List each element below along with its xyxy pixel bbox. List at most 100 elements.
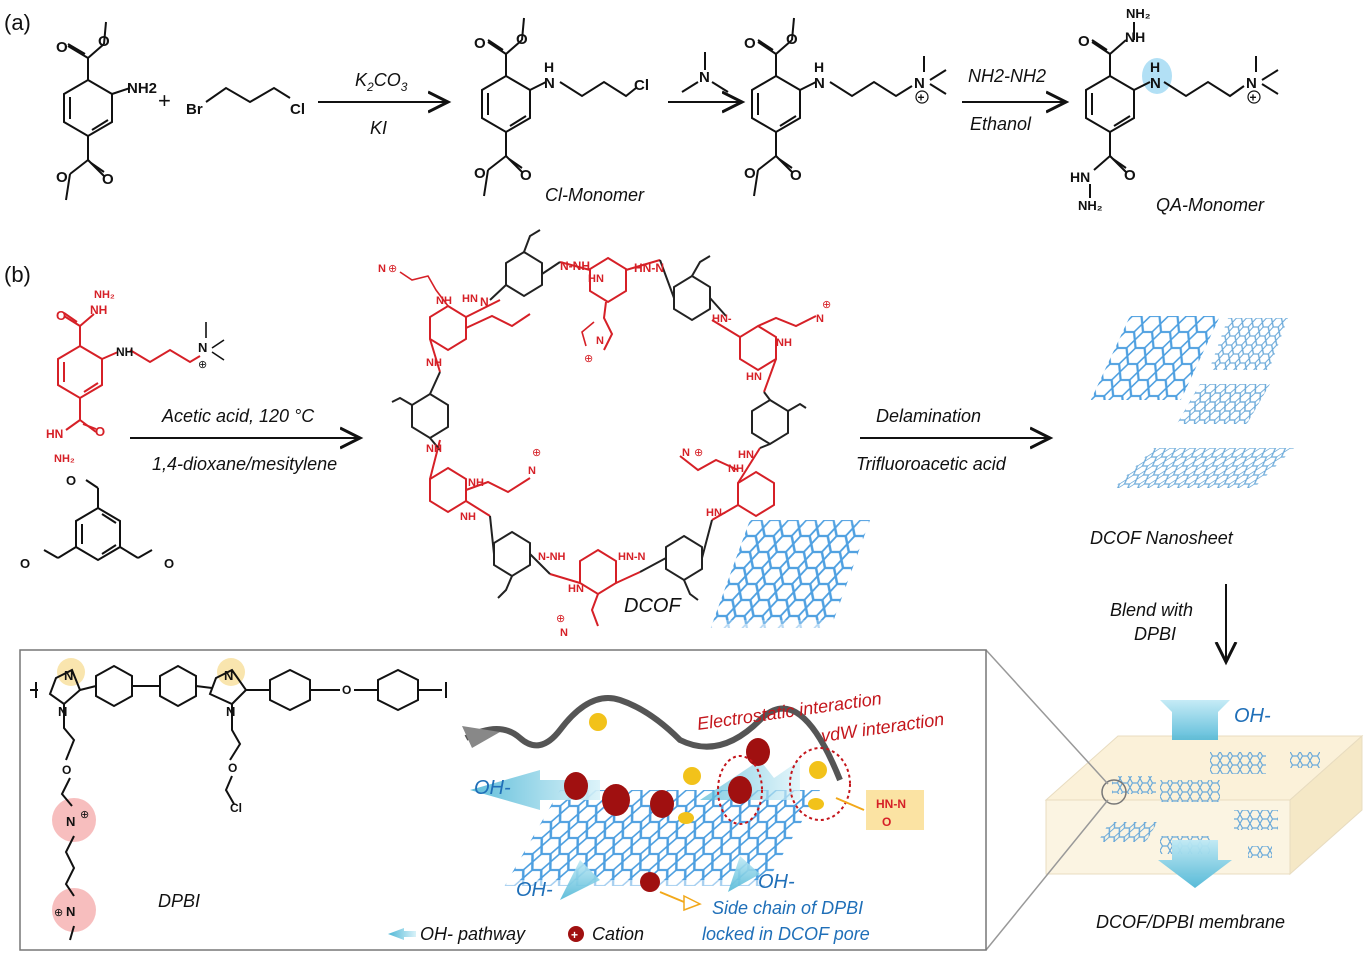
dpbi-backbone — [464, 695, 843, 782]
svg-text:H: H — [1150, 59, 1160, 75]
svg-text:+: + — [158, 88, 171, 113]
cation-group — [564, 738, 770, 892]
nanosheet-cluster — [1090, 316, 1294, 488]
delamination-bottom: Trifluoroacetic acid — [856, 454, 1007, 474]
svg-text:HN: HN — [746, 371, 762, 383]
svg-text:N: N — [816, 313, 824, 325]
membrane-oh-label: OH- — [1234, 705, 1271, 727]
svg-text:NH₂: NH₂ — [94, 289, 115, 301]
svg-text:O: O — [62, 763, 71, 777]
nanosheet-label: DCOF Nanosheet — [1090, 528, 1234, 548]
step3-reagent-bottom: Ethanol — [970, 114, 1032, 134]
svg-text:⊕: ⊕ — [584, 353, 593, 365]
svg-text:NH₂: NH₂ — [1078, 198, 1103, 213]
svg-text:NH: NH — [116, 345, 133, 359]
oh-pathway-arrow-right — [700, 760, 800, 800]
dcof-crystal-icon — [710, 520, 870, 628]
svg-text:NH₂: NH₂ — [54, 453, 75, 465]
svg-text:N: N — [699, 69, 710, 86]
svg-text:NH: NH — [1125, 29, 1145, 45]
step1-reagent-top: K2CO3 — [355, 70, 408, 94]
electrostatic-circle — [717, 755, 763, 825]
chlorine-label: Cl — [290, 101, 305, 118]
inset-oh-2: OH- — [516, 879, 553, 901]
svg-text:NH: NH — [468, 477, 484, 489]
backbone-arrow — [462, 726, 500, 748]
svg-text:N: N — [560, 627, 568, 639]
svg-text:O: O — [56, 169, 68, 186]
svg-text:N: N — [528, 465, 536, 477]
amine-group-label: NH2 — [127, 80, 157, 97]
vdw-circle — [789, 747, 851, 821]
svg-text:O: O — [1124, 167, 1136, 184]
svg-text:+: + — [571, 928, 578, 942]
svg-text:O: O — [228, 761, 237, 775]
svg-text:NH: NH — [90, 303, 107, 317]
svg-text:N: N — [66, 904, 75, 919]
svg-text:H: H — [814, 59, 824, 75]
svg-text:NH₂: NH₂ — [1126, 6, 1151, 21]
svg-text:N: N — [814, 75, 825, 92]
svg-text:N: N — [64, 668, 73, 683]
side-chain-line-2: locked in DCOF pore — [702, 924, 870, 944]
svg-text:N: N — [58, 704, 67, 719]
svg-text:N: N — [226, 704, 235, 719]
svg-text:NH: NH — [728, 463, 744, 475]
legend-cation-icon — [568, 926, 584, 942]
svg-text:N-NH: N-NH — [538, 551, 566, 563]
n-atom-2 — [683, 767, 701, 785]
svg-text:O: O — [164, 556, 174, 571]
svg-text:NH: NH — [426, 357, 442, 369]
hydrazide-box — [866, 790, 924, 830]
svg-text:N: N — [544, 75, 555, 92]
inset-oh-1: OH- — [474, 777, 511, 799]
qa-monomer-structure: O NH NH₂ H N N + O HN NH₂ — [1070, 6, 1279, 213]
hydrazide-text: HN-N — [876, 797, 906, 811]
dpbi-polymer-structure: N N N N O O O Cl N ⊕ N ⊕ — [30, 658, 447, 941]
trimethylamine-structure — [681, 52, 729, 93]
oh-exit-arrow — [1158, 840, 1232, 888]
svg-text:O: O — [790, 167, 802, 184]
svg-text:HN: HN — [46, 427, 63, 441]
svg-text:O: O — [744, 35, 756, 52]
panel-b-label: (b) — [4, 262, 31, 287]
svg-text:N: N — [480, 295, 489, 309]
oh-entry-arrow — [1160, 700, 1230, 740]
svg-text:+: + — [918, 91, 925, 105]
svg-text:⊕: ⊕ — [388, 263, 397, 275]
svg-text:N: N — [914, 75, 925, 92]
svg-text:O: O — [744, 165, 756, 182]
inset-oh-3: OH- — [758, 871, 795, 893]
inset-box — [19, 649, 987, 951]
svg-text:HN-: HN- — [712, 313, 732, 325]
svg-text:N-NH: N-NH — [560, 259, 590, 273]
zoom-line-bottom — [985, 799, 1109, 951]
delamination-top: Delamination — [876, 406, 981, 426]
cof-synthesis-top: Acetic acid, 120 °C — [161, 406, 315, 426]
svg-text:O: O — [98, 33, 110, 50]
quaternized-diester-structure — [751, 17, 947, 197]
svg-text:N: N — [224, 668, 233, 683]
membrane-label: DCOF/DPBI membrane — [1096, 912, 1285, 932]
svg-text:O: O — [102, 171, 114, 188]
svg-text:HN: HN — [738, 449, 754, 461]
svg-text:⊕: ⊕ — [54, 907, 63, 919]
qa-monomer-red-structure: O NH NH₂ NH N ⊕ O HN NH₂ — [46, 289, 225, 465]
svg-text:HN: HN — [588, 273, 604, 285]
svg-text:HN: HN — [568, 583, 584, 595]
svg-text:HN: HN — [462, 293, 478, 305]
legend-pathway-label: OH- pathway — [420, 924, 526, 944]
svg-text:O: O — [520, 167, 532, 184]
svg-text:NH: NH — [776, 337, 792, 349]
svg-text:Cl: Cl — [230, 801, 242, 815]
svg-text:O: O — [342, 683, 351, 697]
svg-text:O: O — [474, 165, 486, 182]
svg-text:⊕: ⊕ — [80, 809, 89, 821]
blend-line-1: Blend with — [1110, 600, 1193, 620]
trialdehyde-structure — [43, 479, 153, 562]
svg-text:+: + — [1250, 91, 1257, 105]
svg-text:NH: NH — [426, 443, 442, 455]
blend-line-2: DPBI — [1134, 624, 1176, 644]
svg-text:⊕: ⊕ — [556, 613, 565, 625]
